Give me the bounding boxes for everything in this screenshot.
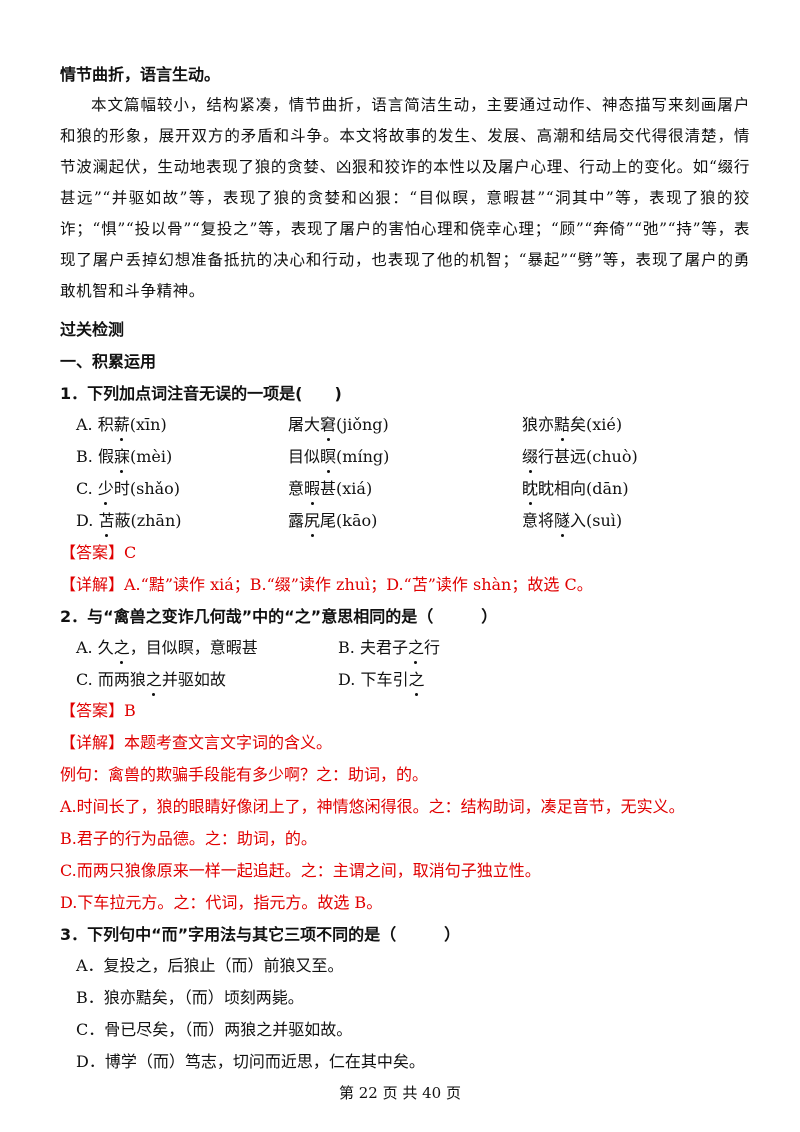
- question-2-stem: 2．与“禽兽之变诈几何哉”中的“之”意思相同的是（ ）: [60, 607, 498, 626]
- q1-detail: 【详解】A.“黠”读作 xiá；B.“缀”读作 zhuì；D.“苫”读作 shà…: [60, 575, 593, 594]
- dotted-char: 瞑: [320, 447, 337, 473]
- q3-option-d: D．博学（而）笃志，切问而近思，仁在其中矣。: [76, 1052, 425, 1071]
- q2-detail-line-2: 例句：禽兽的欺骗手段能有多少啊？之：助词，的。: [60, 765, 429, 784]
- q2-detail-line-1: 【详解】本题考查文言文字词的含义。: [60, 733, 333, 752]
- option-label: A.: [76, 415, 93, 434]
- intro-paragraph: 本文篇幅较小，结构紧凑，情节曲折，语言简洁生动，主要通过动作、神态描写来刻画屠户…: [60, 96, 750, 300]
- dotted-char: 之: [408, 670, 425, 696]
- option-label: C.: [76, 479, 93, 498]
- dotted-char: 之: [113, 638, 130, 664]
- dotted-char: 寐: [113, 447, 130, 473]
- q3-option-a: A．复投之，后狼止（而）前狼又至。: [76, 956, 344, 975]
- question-3-stem: 3．下列句中“而”字用法与其它三项不同的是（ ）: [60, 925, 461, 944]
- q2-detail-line-6: D.下车拉元方。之：代词，指元方。故选 B。: [60, 893, 383, 912]
- dotted-char: 少: [97, 479, 114, 505]
- q2-detail-line-5: C.而两只狼像原来一样一起追赶。之：主谓之间，取消句子独立性。: [60, 861, 541, 880]
- dotted-char: 窘: [320, 415, 337, 441]
- q3-option-c: C．骨已尽矣，（而）两狼之并驱如故。: [76, 1020, 353, 1039]
- dotted-char: 隧: [554, 511, 571, 537]
- dotted-char: 尻: [304, 511, 321, 537]
- question-1-stem: 1．下列加点词注音无误的一项是( ): [60, 384, 342, 403]
- page-footer: 第 22 页 共 40 页: [338, 1084, 461, 1102]
- dotted-char: 薪: [113, 415, 130, 441]
- dotted-char: 黠: [554, 415, 571, 441]
- option-label: B.: [76, 447, 93, 466]
- q2-detail-line-3: A.时间长了，狼的眼睛好像闭上了，神情悠闲得很。之：结构助词，凑足音节，无实义。: [60, 797, 685, 816]
- dotted-char: 眈: [522, 479, 539, 505]
- dotted-char: 暇: [304, 479, 321, 505]
- dotted-char: 缀: [522, 447, 539, 473]
- part-heading: 一、积累运用: [60, 352, 157, 371]
- q3-option-b: B．狼亦黠矣，（而）顷刻两毙。: [76, 988, 304, 1007]
- q1-answer: 【答案】C: [60, 543, 137, 562]
- dotted-char: 之: [407, 638, 424, 664]
- section-heading: 情节曲折，语言生动。: [60, 65, 221, 84]
- dotted-char: 苫: [98, 511, 115, 537]
- option-label: D.: [76, 511, 94, 530]
- dotted-char: 之: [145, 670, 162, 696]
- test-heading: 过关检测: [60, 320, 125, 339]
- q2-answer: 【答案】B: [60, 701, 136, 720]
- q2-detail-line-4: B.君子的行为品德。之：助词，的。: [60, 829, 317, 848]
